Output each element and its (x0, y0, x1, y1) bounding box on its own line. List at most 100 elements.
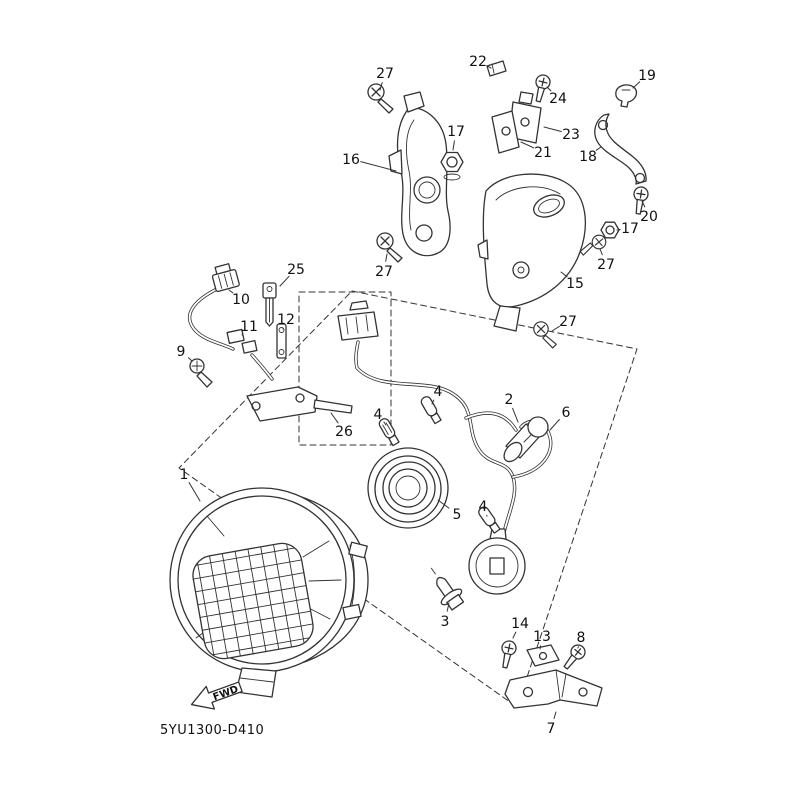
part-number-17-4: 17 (447, 124, 465, 140)
part-19-clip (615, 84, 638, 108)
part-25-key (262, 282, 277, 327)
part-21-plate (491, 110, 520, 154)
part-11-unit (226, 328, 258, 354)
part-15-cover (477, 173, 586, 332)
leader-27-13 (385, 253, 388, 262)
part-number-22-1: 22 (469, 54, 487, 70)
part-4-bulb-b (420, 396, 442, 425)
part-14-screw (497, 639, 518, 670)
part-8-bolt (559, 641, 589, 673)
part-5-retaining-ring (367, 447, 449, 529)
part-number-8-31: 8 (577, 630, 586, 646)
part-1-headlight-unit (169, 487, 369, 698)
leader-26-24 (330, 412, 339, 424)
leader-4-20 (431, 399, 435, 405)
part-number-26-24: 26 (335, 424, 353, 440)
part-number-6-23: 6 (562, 405, 571, 421)
part-number-13-30: 13 (533, 629, 551, 645)
part-number-27-11: 27 (597, 257, 615, 273)
leader-7-32 (553, 711, 557, 719)
part-number-9-18: 9 (177, 344, 186, 360)
group-frame-connector (298, 291, 392, 446)
part-number-4-20: 4 (434, 384, 443, 400)
part-7-bracket (504, 669, 603, 709)
part-12-bracket (276, 323, 287, 359)
leader-6-23 (549, 419, 560, 431)
part-number-20-9: 20 (640, 209, 658, 225)
part-27-screw-d (533, 321, 557, 349)
part-number-11-16: 11 (240, 319, 258, 335)
leader-17-4 (452, 140, 455, 151)
diagram-art: FWD 5YU1300-D410 27222419172316211820172… (160, 54, 658, 738)
part-6-cap (468, 528, 526, 595)
part-4-bulb-a (378, 418, 400, 447)
part-17-nut-a (440, 151, 464, 181)
part-number-27-13: 27 (375, 264, 393, 280)
leader-13-30 (539, 645, 541, 650)
part-2-bulb-socket (503, 416, 549, 463)
part-27-screw-b (376, 232, 403, 263)
part-number-2-21: 2 (505, 392, 514, 408)
leader-17-10 (616, 229, 621, 231)
leader-21-7 (520, 141, 535, 149)
leader-18-8 (595, 146, 602, 151)
leader-19-3 (632, 81, 641, 89)
part-number-14-29: 14 (511, 616, 529, 632)
part-3-halogen-bulb (430, 567, 465, 611)
part-number-12-17: 12 (277, 312, 295, 328)
part-26-bracket (246, 386, 353, 422)
leader-15-12 (560, 271, 568, 278)
leader-16-6 (360, 161, 397, 172)
part-number-7-32: 7 (547, 721, 556, 737)
part-10-connector (211, 263, 240, 293)
fwd-label: FWD (212, 684, 240, 703)
part-number-27-19: 27 (559, 314, 577, 330)
leader-27-0 (379, 82, 383, 91)
leader-20-9 (641, 200, 646, 208)
part-number-1-25: 1 (180, 467, 189, 483)
part-number-16-6: 16 (342, 152, 360, 168)
part-23-plate (508, 91, 542, 144)
part-9-screw (189, 358, 213, 388)
leader-9-18 (187, 357, 193, 362)
leader-23-5 (543, 126, 562, 132)
leader-1-25 (188, 482, 201, 502)
leader-27-11 (599, 248, 603, 256)
part-number-19-3: 19 (638, 68, 656, 84)
leader-4-22 (383, 421, 387, 426)
part-10-wire (188, 287, 274, 381)
part-number-10-15: 10 (232, 292, 250, 308)
part-number-25-14: 25 (287, 262, 305, 278)
part-number-15-12: 15 (566, 276, 584, 292)
part-18-stay (594, 113, 647, 185)
part-22-clip (486, 60, 507, 77)
leader-24-2 (546, 86, 552, 92)
leader-22-1 (486, 65, 492, 69)
part-number-4-27: 4 (479, 499, 488, 515)
leader-27-19 (551, 325, 560, 332)
part-number-4-22: 4 (374, 407, 383, 423)
part-number-24-2: 24 (549, 91, 567, 107)
part-number-17-10: 17 (621, 221, 639, 237)
part-number-18-8: 18 (579, 149, 597, 165)
fwd-arrow: FWD (190, 681, 243, 710)
part-17-nut-b (600, 221, 620, 239)
part-number-23-5: 23 (562, 127, 580, 143)
leader-2-21 (512, 407, 519, 423)
leader-10-15 (228, 289, 234, 294)
diagram-code: 5YU1300-D410 (160, 723, 264, 738)
part-number-27-0: 27 (376, 66, 394, 82)
part-16-bracket (388, 91, 451, 257)
part-13-bracket (526, 644, 560, 667)
leader-14-29 (512, 631, 517, 639)
part-number-5-26: 5 (453, 507, 462, 523)
part-number-21-7: 21 (534, 145, 552, 161)
leader-25-14 (279, 275, 290, 287)
leader-11-16 (241, 333, 244, 336)
leader-5-26 (437, 499, 450, 509)
leader-3-28 (446, 602, 450, 612)
part-6-harness (354, 340, 553, 547)
